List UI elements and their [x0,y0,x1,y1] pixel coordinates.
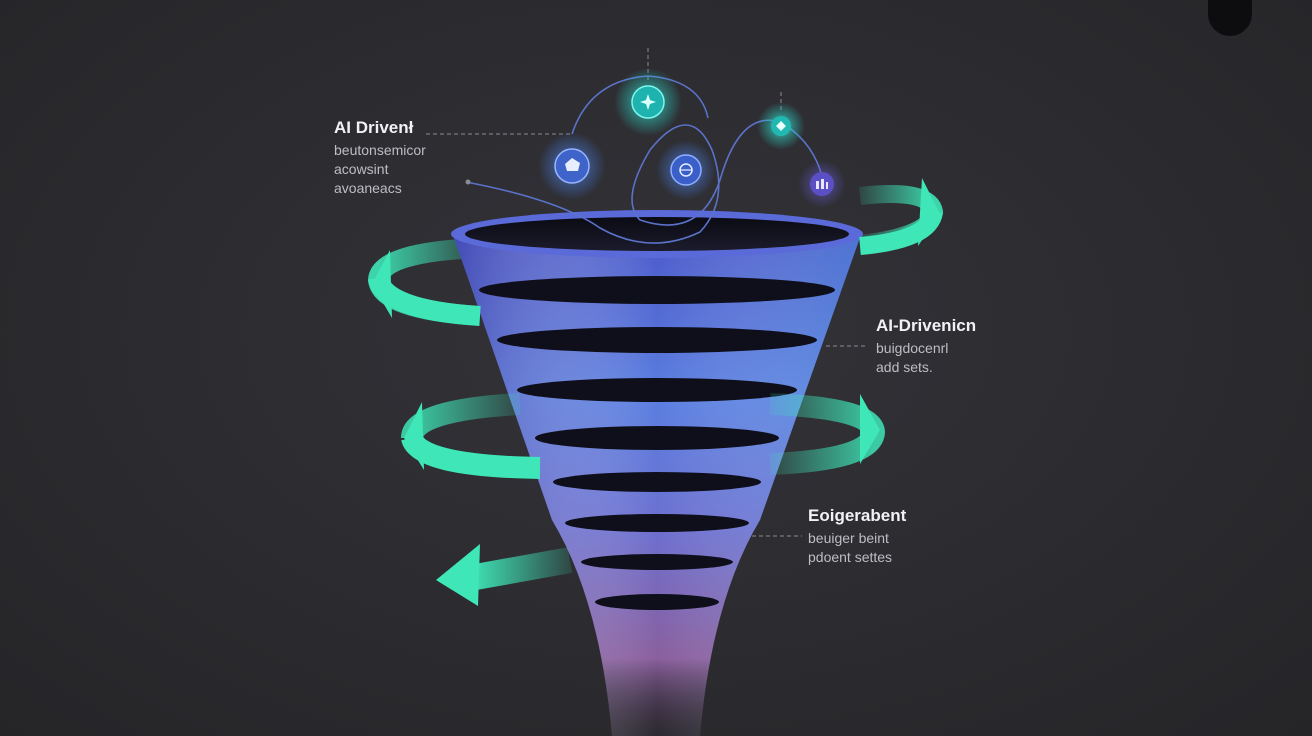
globe-icon [679,163,693,177]
connector-dot [465,179,471,185]
label-right-2: Eoigerabent beuiger beint pdoent settes [808,506,906,567]
label-title: Eoigerabent [808,506,907,525]
funnel-opening [465,217,849,251]
funnel-slots [479,276,835,610]
rotation-arrow-upper [368,250,481,326]
corner-shape [1208,0,1252,36]
tag-icon [776,121,786,131]
node-left[interactable] [538,132,606,200]
label-title: AI Drivenł [334,118,414,137]
label-line: add sets. [876,359,933,375]
label-line: pdoent settes [808,549,893,565]
label-top-left: AI Drivenł beutonsemicor acowsint avoane… [334,118,426,198]
funnel-slot [497,327,817,353]
rotation-arrow-middle [401,393,886,479]
node-right[interactable] [798,160,846,208]
node-center[interactable] [656,140,716,200]
funnel-slot [517,378,797,402]
funnel-slot [565,514,749,532]
node-top[interactable] [614,68,682,136]
label-title: AI-Drivenicn [876,316,977,335]
label-right-1: AI-Drivenicn buigdocenrl add sets. [876,316,976,377]
exit-arrow [436,544,573,606]
funnel-slot [581,554,733,570]
rotation-arrow-top [859,178,943,255]
users-icon [816,179,828,189]
funnel-slot [479,276,835,304]
label-line: acowsint [334,161,389,177]
funnel-slot [535,426,779,450]
label-line: beuiger beint [808,530,889,546]
sparkle-icon [640,94,656,110]
cube-icon [565,158,580,171]
funnel-slot [553,472,761,492]
node-right-top[interactable] [757,102,805,150]
label-line: avoaneacs [334,180,402,196]
label-line: buigdocenrl [876,340,949,356]
label-line: beutonsemicor [334,142,426,158]
funnel-slot [595,594,719,610]
